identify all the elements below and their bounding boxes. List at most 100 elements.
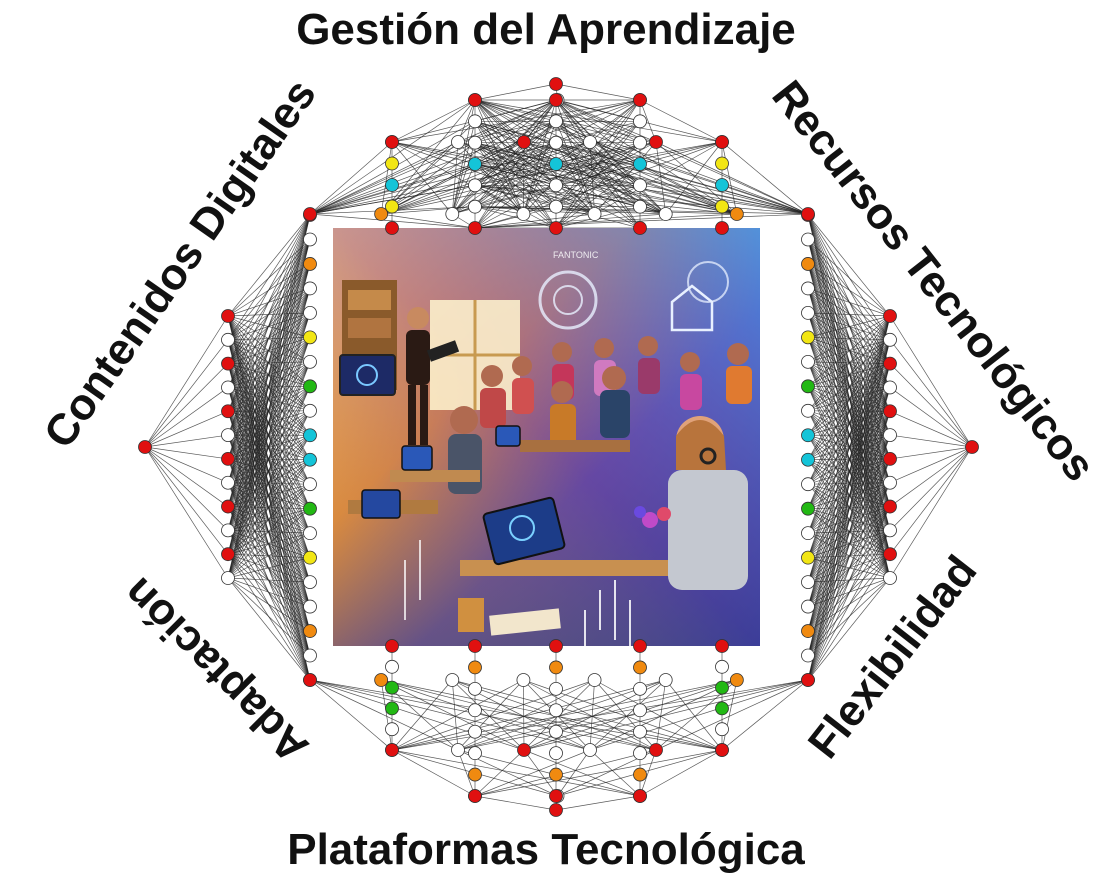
network-link <box>391 679 453 751</box>
network-link <box>309 99 557 215</box>
network-link <box>452 121 557 215</box>
network-node <box>385 156 399 171</box>
network-node <box>633 789 647 803</box>
student-headset-figure <box>668 416 748 590</box>
network-node <box>451 743 465 757</box>
network-link <box>227 577 311 681</box>
network-link <box>474 213 809 229</box>
network-link <box>889 446 973 507</box>
network-link <box>457 679 666 751</box>
network-link <box>144 410 229 448</box>
network-link <box>807 361 891 579</box>
network-link <box>391 141 524 215</box>
network-node <box>451 135 465 149</box>
network-link <box>451 121 476 215</box>
network-node <box>385 659 399 674</box>
network-link <box>807 508 891 579</box>
network-node <box>303 452 317 467</box>
network-link <box>807 214 891 412</box>
network-link <box>227 214 311 364</box>
network-link <box>474 99 809 215</box>
network-link <box>639 99 723 143</box>
network-link <box>589 679 595 751</box>
network-link <box>309 679 657 751</box>
network-link <box>452 141 723 215</box>
network-link <box>227 214 311 555</box>
network-link <box>451 163 476 215</box>
network-link <box>555 121 595 215</box>
network-node <box>221 404 235 419</box>
network-link <box>889 446 973 555</box>
network-link <box>452 99 557 215</box>
network-link <box>474 749 657 797</box>
network-link <box>227 577 311 632</box>
network-node <box>221 309 235 323</box>
network-link <box>807 435 891 579</box>
network-link <box>391 679 737 751</box>
network-link <box>474 749 723 797</box>
network-link <box>144 363 229 448</box>
network-link <box>391 99 476 143</box>
network-link <box>474 99 557 122</box>
network-link <box>474 213 524 229</box>
network-node <box>221 452 235 466</box>
network-node <box>468 681 482 696</box>
network-link <box>474 213 737 229</box>
network-link <box>474 749 591 797</box>
network-link <box>227 214 311 531</box>
network-link <box>807 577 891 681</box>
network-link <box>309 141 525 215</box>
network-node <box>883 571 897 585</box>
network-node <box>883 332 897 347</box>
network-node <box>883 475 897 490</box>
network-node <box>633 93 647 107</box>
network-link <box>309 141 459 215</box>
network-link <box>589 141 666 215</box>
network-node <box>883 428 897 442</box>
network-node <box>801 526 815 541</box>
network-link <box>555 795 641 811</box>
network-link <box>457 679 809 751</box>
network-link <box>807 288 891 579</box>
network-link <box>523 679 657 751</box>
network-node <box>549 767 563 782</box>
network-link <box>807 214 891 460</box>
network-link <box>381 141 657 215</box>
network-link <box>807 386 891 579</box>
network-link <box>451 142 476 215</box>
network-link <box>889 446 973 460</box>
network-node <box>729 673 744 687</box>
network-node <box>965 440 979 454</box>
network-node <box>468 660 482 675</box>
network-link <box>391 679 809 751</box>
network-node <box>468 221 482 235</box>
network-node <box>715 156 729 171</box>
network-node <box>715 199 729 214</box>
network-link <box>594 679 723 751</box>
network-node <box>649 135 663 149</box>
network-link <box>144 446 229 555</box>
network-node <box>385 743 399 757</box>
network-node <box>517 743 531 757</box>
network-node <box>633 724 647 739</box>
network-node <box>468 178 482 193</box>
classroom-illustration: FANTONIC <box>333 228 760 646</box>
network-link <box>227 577 311 607</box>
network-link <box>457 141 595 215</box>
network-link <box>227 459 311 579</box>
network-link <box>807 239 891 579</box>
network-link <box>555 83 641 101</box>
network-node <box>303 305 317 320</box>
network-link <box>589 749 641 797</box>
network-link <box>807 410 891 579</box>
network-node <box>468 789 482 803</box>
label-top: Gestión del Aprendizaje <box>296 5 796 54</box>
network-link <box>144 446 229 507</box>
network-link <box>555 99 641 229</box>
network-link <box>807 214 891 436</box>
network-link <box>309 213 476 229</box>
network-node <box>303 281 317 296</box>
network-node <box>633 767 647 782</box>
network-node <box>374 207 389 221</box>
network-node <box>385 221 399 235</box>
